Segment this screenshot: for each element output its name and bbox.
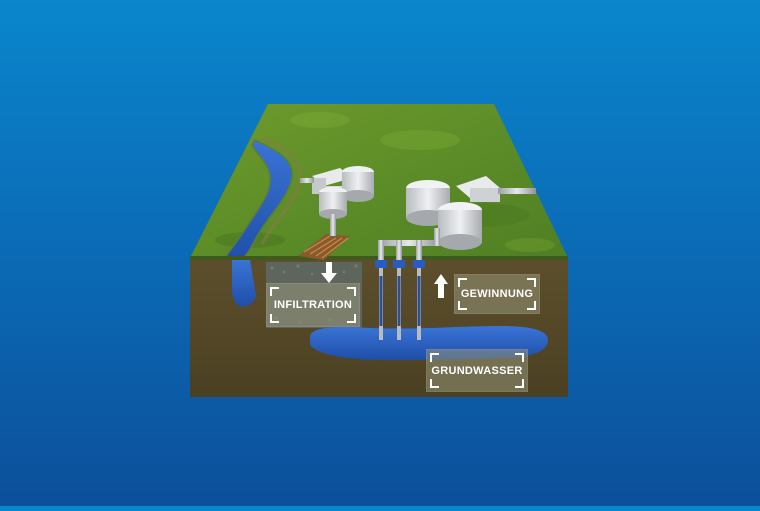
gewinnung-label: GEWINNUNG bbox=[460, 288, 534, 300]
grundwasser-label-box: GRUNDWASSER bbox=[426, 349, 528, 392]
arrow-up-icon bbox=[434, 274, 448, 298]
wells bbox=[375, 260, 425, 340]
river-cross-section bbox=[232, 260, 256, 307]
infiltration-basin bbox=[298, 234, 350, 260]
well-1 bbox=[375, 260, 387, 340]
well-3 bbox=[413, 260, 425, 340]
treatment-plant-right bbox=[406, 176, 536, 250]
grundwasser-label: GRUNDWASSER bbox=[431, 364, 523, 377]
infiltration-label-box: INFILTRATION bbox=[266, 283, 360, 327]
arrow-down-icon bbox=[321, 262, 337, 283]
river-bank bbox=[260, 136, 302, 245]
well-2 bbox=[393, 260, 405, 340]
gewinnung-label-box: GEWINNUNG bbox=[454, 274, 540, 314]
treatment-plant-left bbox=[300, 166, 374, 236]
infiltration-label: INFILTRATION bbox=[273, 299, 353, 311]
well-pipe-network bbox=[378, 228, 440, 262]
